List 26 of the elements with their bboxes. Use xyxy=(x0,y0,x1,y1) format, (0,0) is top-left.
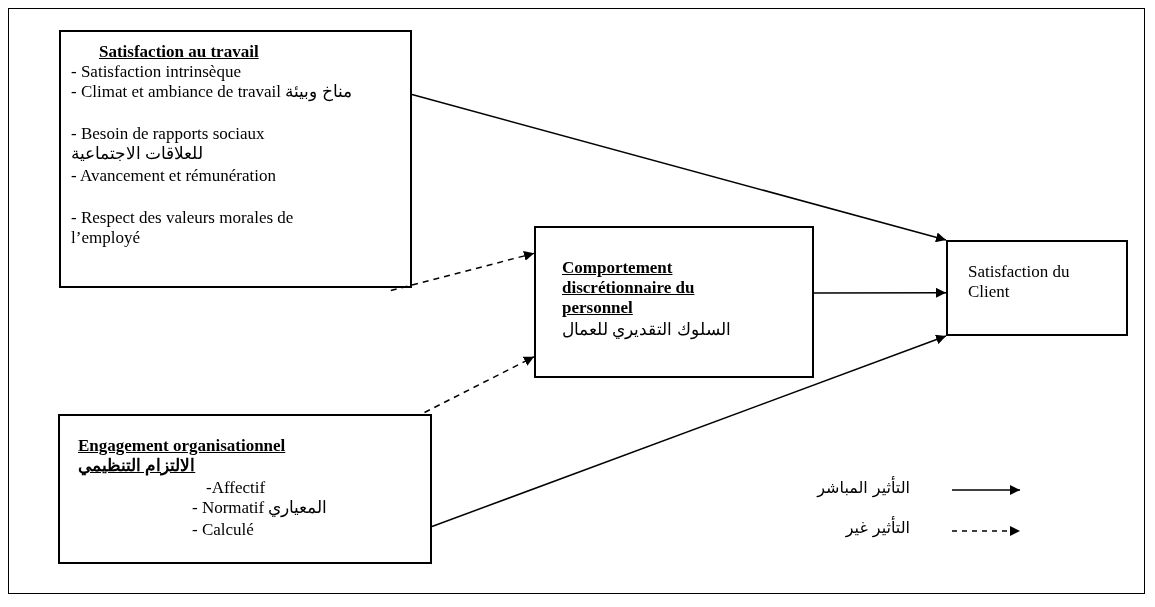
legend-text: التأثير غير xyxy=(844,518,910,537)
box-text: - Climat et ambiance de travail مناخ وبيئة xyxy=(71,82,353,102)
box-text: للعلاقات الاجتماعية xyxy=(71,144,205,164)
box-heading: Engagement organisationnel xyxy=(78,436,287,456)
box-text: - Normatif المعياري xyxy=(192,498,329,518)
dashed-arrow xyxy=(390,251,535,292)
box-text: -Affectif xyxy=(206,478,267,498)
box-text: - Respect des valeurs morales de l’employé xyxy=(71,208,295,248)
process-box xyxy=(58,414,432,564)
process-box xyxy=(534,226,814,378)
legend-text: التأثير المباشر xyxy=(815,478,910,497)
process-box xyxy=(59,30,412,288)
arrow xyxy=(431,334,947,528)
box-heading: Satisfaction au travail xyxy=(99,42,260,62)
box-text: - Besoin de rapports sociaux xyxy=(71,124,266,144)
arrow xyxy=(813,287,947,298)
arrow xyxy=(411,93,947,243)
box-text: Satisfaction du Client xyxy=(968,262,1071,302)
box-text: - Calculé xyxy=(192,520,255,540)
box-text: - Satisfaction intrinsèque xyxy=(71,62,242,82)
dashed-arrow xyxy=(423,355,535,414)
box-text: السلوك التقديري للعمال xyxy=(562,320,732,340)
box-text: - Avancement et rémunération xyxy=(71,166,277,186)
process-box xyxy=(946,240,1128,336)
box-heading: الالتزام التنظيمي xyxy=(78,456,197,476)
box-heading: Comportement discrétionnaire du personnel xyxy=(562,258,696,318)
